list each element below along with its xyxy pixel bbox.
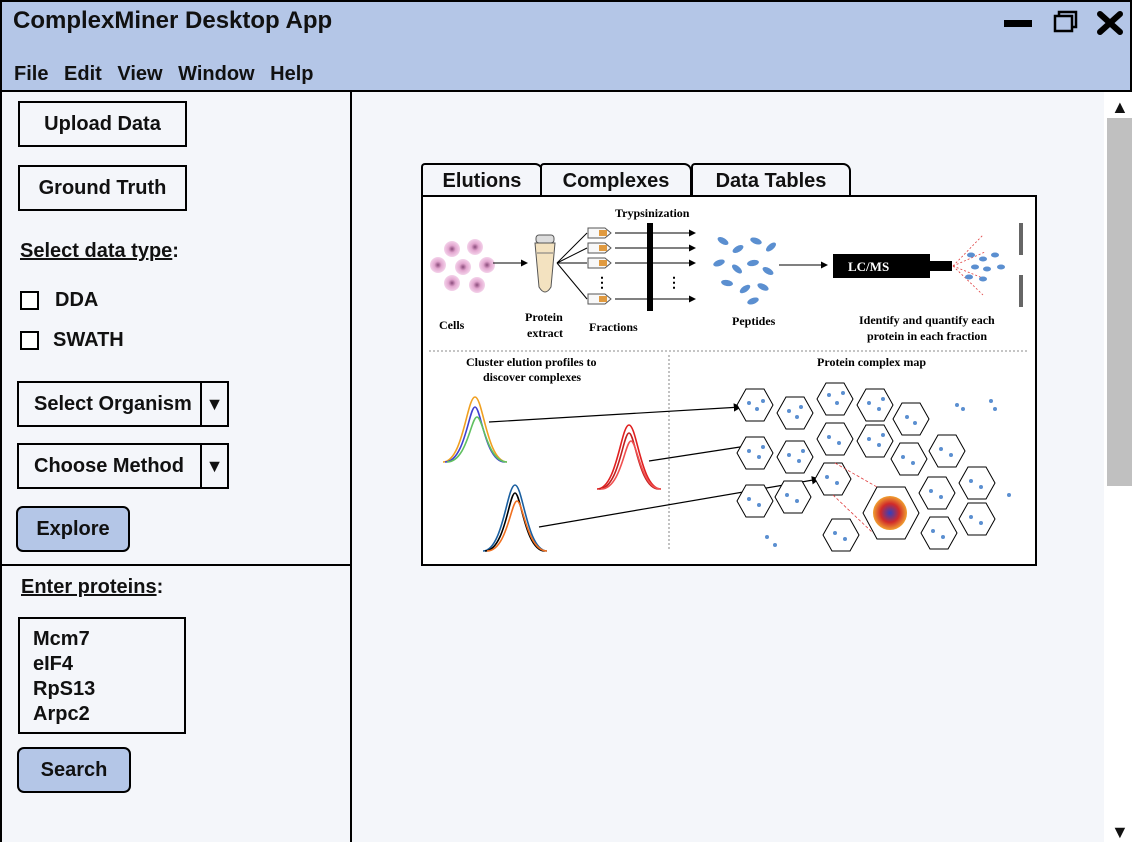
dda-checkbox[interactable] — [20, 291, 39, 310]
elution-curves — [442, 396, 662, 552]
explore-button[interactable]: Explore — [16, 506, 130, 552]
protein-entry: eIF4 — [33, 653, 74, 675]
scrollbar-thumb[interactable] — [1107, 118, 1132, 486]
maximize-icon[interactable] — [1052, 10, 1080, 36]
tab-data-tables[interactable]: Data Tables — [691, 163, 851, 197]
ions-illustration — [965, 252, 1005, 282]
menu-file[interactable]: File — [14, 63, 49, 85]
protein-input[interactable]: Mcm7 eIF4 RpS13 Arpc2 — [18, 617, 186, 734]
menu-bar: File Edit View Window Help — [14, 63, 324, 86]
menu-view[interactable]: View — [117, 63, 163, 85]
menu-edit[interactable]: Edit — [64, 63, 102, 85]
complex-map-label: Protein complex map — [817, 355, 926, 369]
menu-help[interactable]: Help — [270, 63, 314, 85]
identify-label: protein in each fraction — [867, 329, 987, 343]
close-icon[interactable] — [1096, 10, 1124, 36]
search-button[interactable]: Search — [17, 747, 131, 793]
lcms-box — [833, 254, 930, 278]
peptides-illustration — [713, 237, 776, 305]
tab-elutions[interactable]: Elutions — [421, 163, 543, 197]
protein-entry: RpS13 — [33, 678, 96, 700]
proteins-label: Enter proteins: — [21, 576, 164, 598]
workflow-figure: ⋮ ⋮ Trypsinization LC/MS — [429, 206, 1029, 552]
dda-option[interactable]: DDA — [20, 289, 98, 312]
identify-label: Identify and quantify each — [859, 313, 995, 327]
title-bar: ComplexMiner Desktop App File Edit View … — [0, 0, 1132, 92]
upload-data-button[interactable]: Upload Data — [18, 101, 187, 147]
swath-checkbox[interactable] — [20, 331, 39, 350]
protein-complex-structure — [873, 496, 907, 530]
scroll-down-icon[interactable]: ▼ — [1111, 822, 1129, 842]
minimize-icon[interactable] — [1002, 14, 1034, 36]
protein-extract-label: extract — [527, 326, 563, 340]
dropdown-arrow-icon[interactable]: ▼ — [205, 393, 224, 414]
trypsin-bar — [647, 223, 653, 311]
trypsinization-label: Trypsinization — [615, 206, 690, 220]
swath-label: SWATH — [53, 329, 124, 351]
scroll-up-icon[interactable]: ▲ — [1111, 97, 1129, 117]
app-title: ComplexMiner Desktop App — [13, 7, 333, 34]
fractions-label: Fractions — [589, 320, 638, 334]
protein-dots — [747, 391, 1011, 547]
method-select-label: Choose Method — [19, 445, 202, 487]
dropdown-arrow-icon[interactable]: ▼ — [205, 455, 224, 476]
organism-select[interactable]: Select Organism ▼ — [17, 381, 229, 427]
tab-complexes[interactable]: Complexes — [540, 163, 692, 197]
cluster-label: Cluster elution profiles to — [466, 355, 597, 369]
protein-extract-tube — [534, 234, 556, 293]
protein-extract-label: Protein — [525, 310, 563, 324]
svg-text:⋮: ⋮ — [595, 276, 609, 291]
tab-content: ⋮ ⋮ Trypsinization LC/MS — [421, 195, 1037, 566]
protein-entry: Arpc2 — [33, 703, 90, 725]
cluster-label: discover complexes — [483, 370, 581, 384]
dda-label: DDA — [55, 289, 99, 311]
swath-option[interactable]: SWATH — [20, 329, 124, 352]
ground-truth-button[interactable]: Ground Truth — [18, 165, 187, 211]
data-type-label: Select data type: — [20, 240, 179, 262]
svg-text:⋮: ⋮ — [667, 276, 681, 291]
menu-window[interactable]: Window — [178, 63, 255, 85]
cells-illustration — [430, 239, 495, 293]
organism-select-label: Select Organism — [19, 383, 202, 425]
cells-label: Cells — [439, 318, 465, 332]
sidebar-divider — [2, 564, 352, 566]
protein-entry: Mcm7 — [33, 628, 90, 650]
complex-map — [736, 382, 996, 552]
peptides-label: Peptides — [732, 314, 776, 328]
method-select[interactable]: Choose Method ▼ — [17, 443, 229, 489]
lcms-label: LC/MS — [848, 259, 889, 274]
